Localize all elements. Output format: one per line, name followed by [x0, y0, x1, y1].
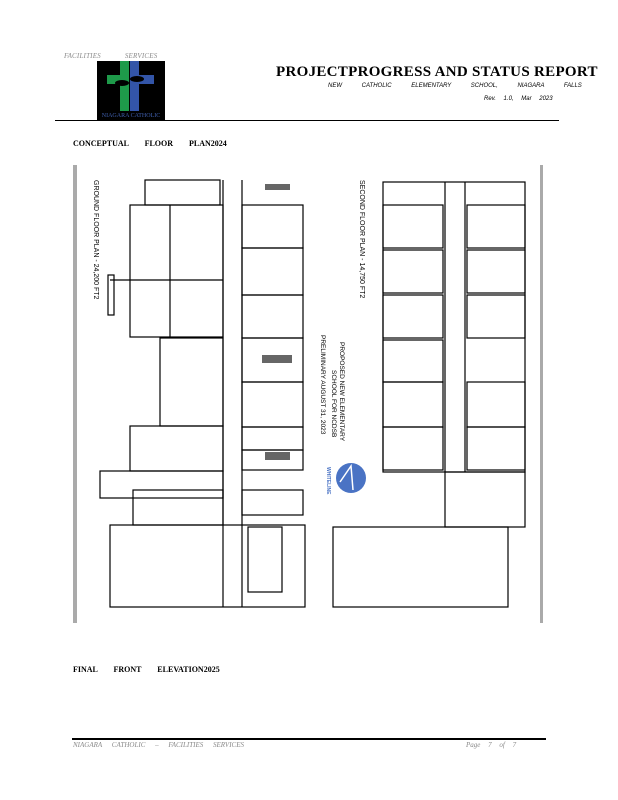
project-line2: SCHOOL FOR NCDSB — [330, 370, 337, 437]
ground-stairs — [262, 184, 292, 460]
floor-plan-drawing: GROUND FLOOR PLAN - 24,200 FT2 SECOND FL… — [73, 165, 543, 623]
header-department: FACILITIES SERVICES — [64, 52, 158, 60]
whiteline-logo-icon — [336, 463, 366, 493]
header-divider — [55, 120, 559, 121]
report-subtitle: NEW CATHOLIC ELEMENTARY SCHOOL, NIAGARA … — [328, 83, 582, 89]
floor-plan-heading: CONCEPTUAL FLOOR PLAN2024 — [73, 139, 227, 148]
page-number: Page 7 of 7 — [466, 741, 517, 749]
architect-label: WHITELINE — [325, 467, 331, 495]
revision: Rev. 1.0, Mar 2023 — [484, 96, 553, 102]
ground-floor-plan — [99, 179, 306, 608]
footer-left: NIAGARA CATHOLIC – FACILITIES SERVICES — [73, 741, 244, 749]
second-floor-plan — [332, 181, 526, 608]
elevation-heading: FINAL FRONT ELEVATION2025 — [73, 665, 220, 674]
report-title: PROJECTPROGRESS AND STATUS REPORT — [276, 64, 598, 80]
footer-divider — [72, 738, 546, 740]
project-line3: PRELIMINARY AUGUST 31, 2023 — [319, 335, 326, 435]
project-line1: PROPOSED NEW ELEMENTARY — [338, 342, 345, 442]
niagara-catholic-logo: NIAGARA CATHOLIC — [97, 61, 165, 120]
cross-logo-icon — [107, 61, 154, 111]
ground-floor-label: GROUND FLOOR PLAN - 24,200 FT2 — [92, 180, 99, 300]
second-floor-label: SECOND FLOOR PLAN - 14,750 FT2 — [358, 180, 365, 298]
logo-text: NIAGARA CATHOLIC — [101, 113, 161, 119]
